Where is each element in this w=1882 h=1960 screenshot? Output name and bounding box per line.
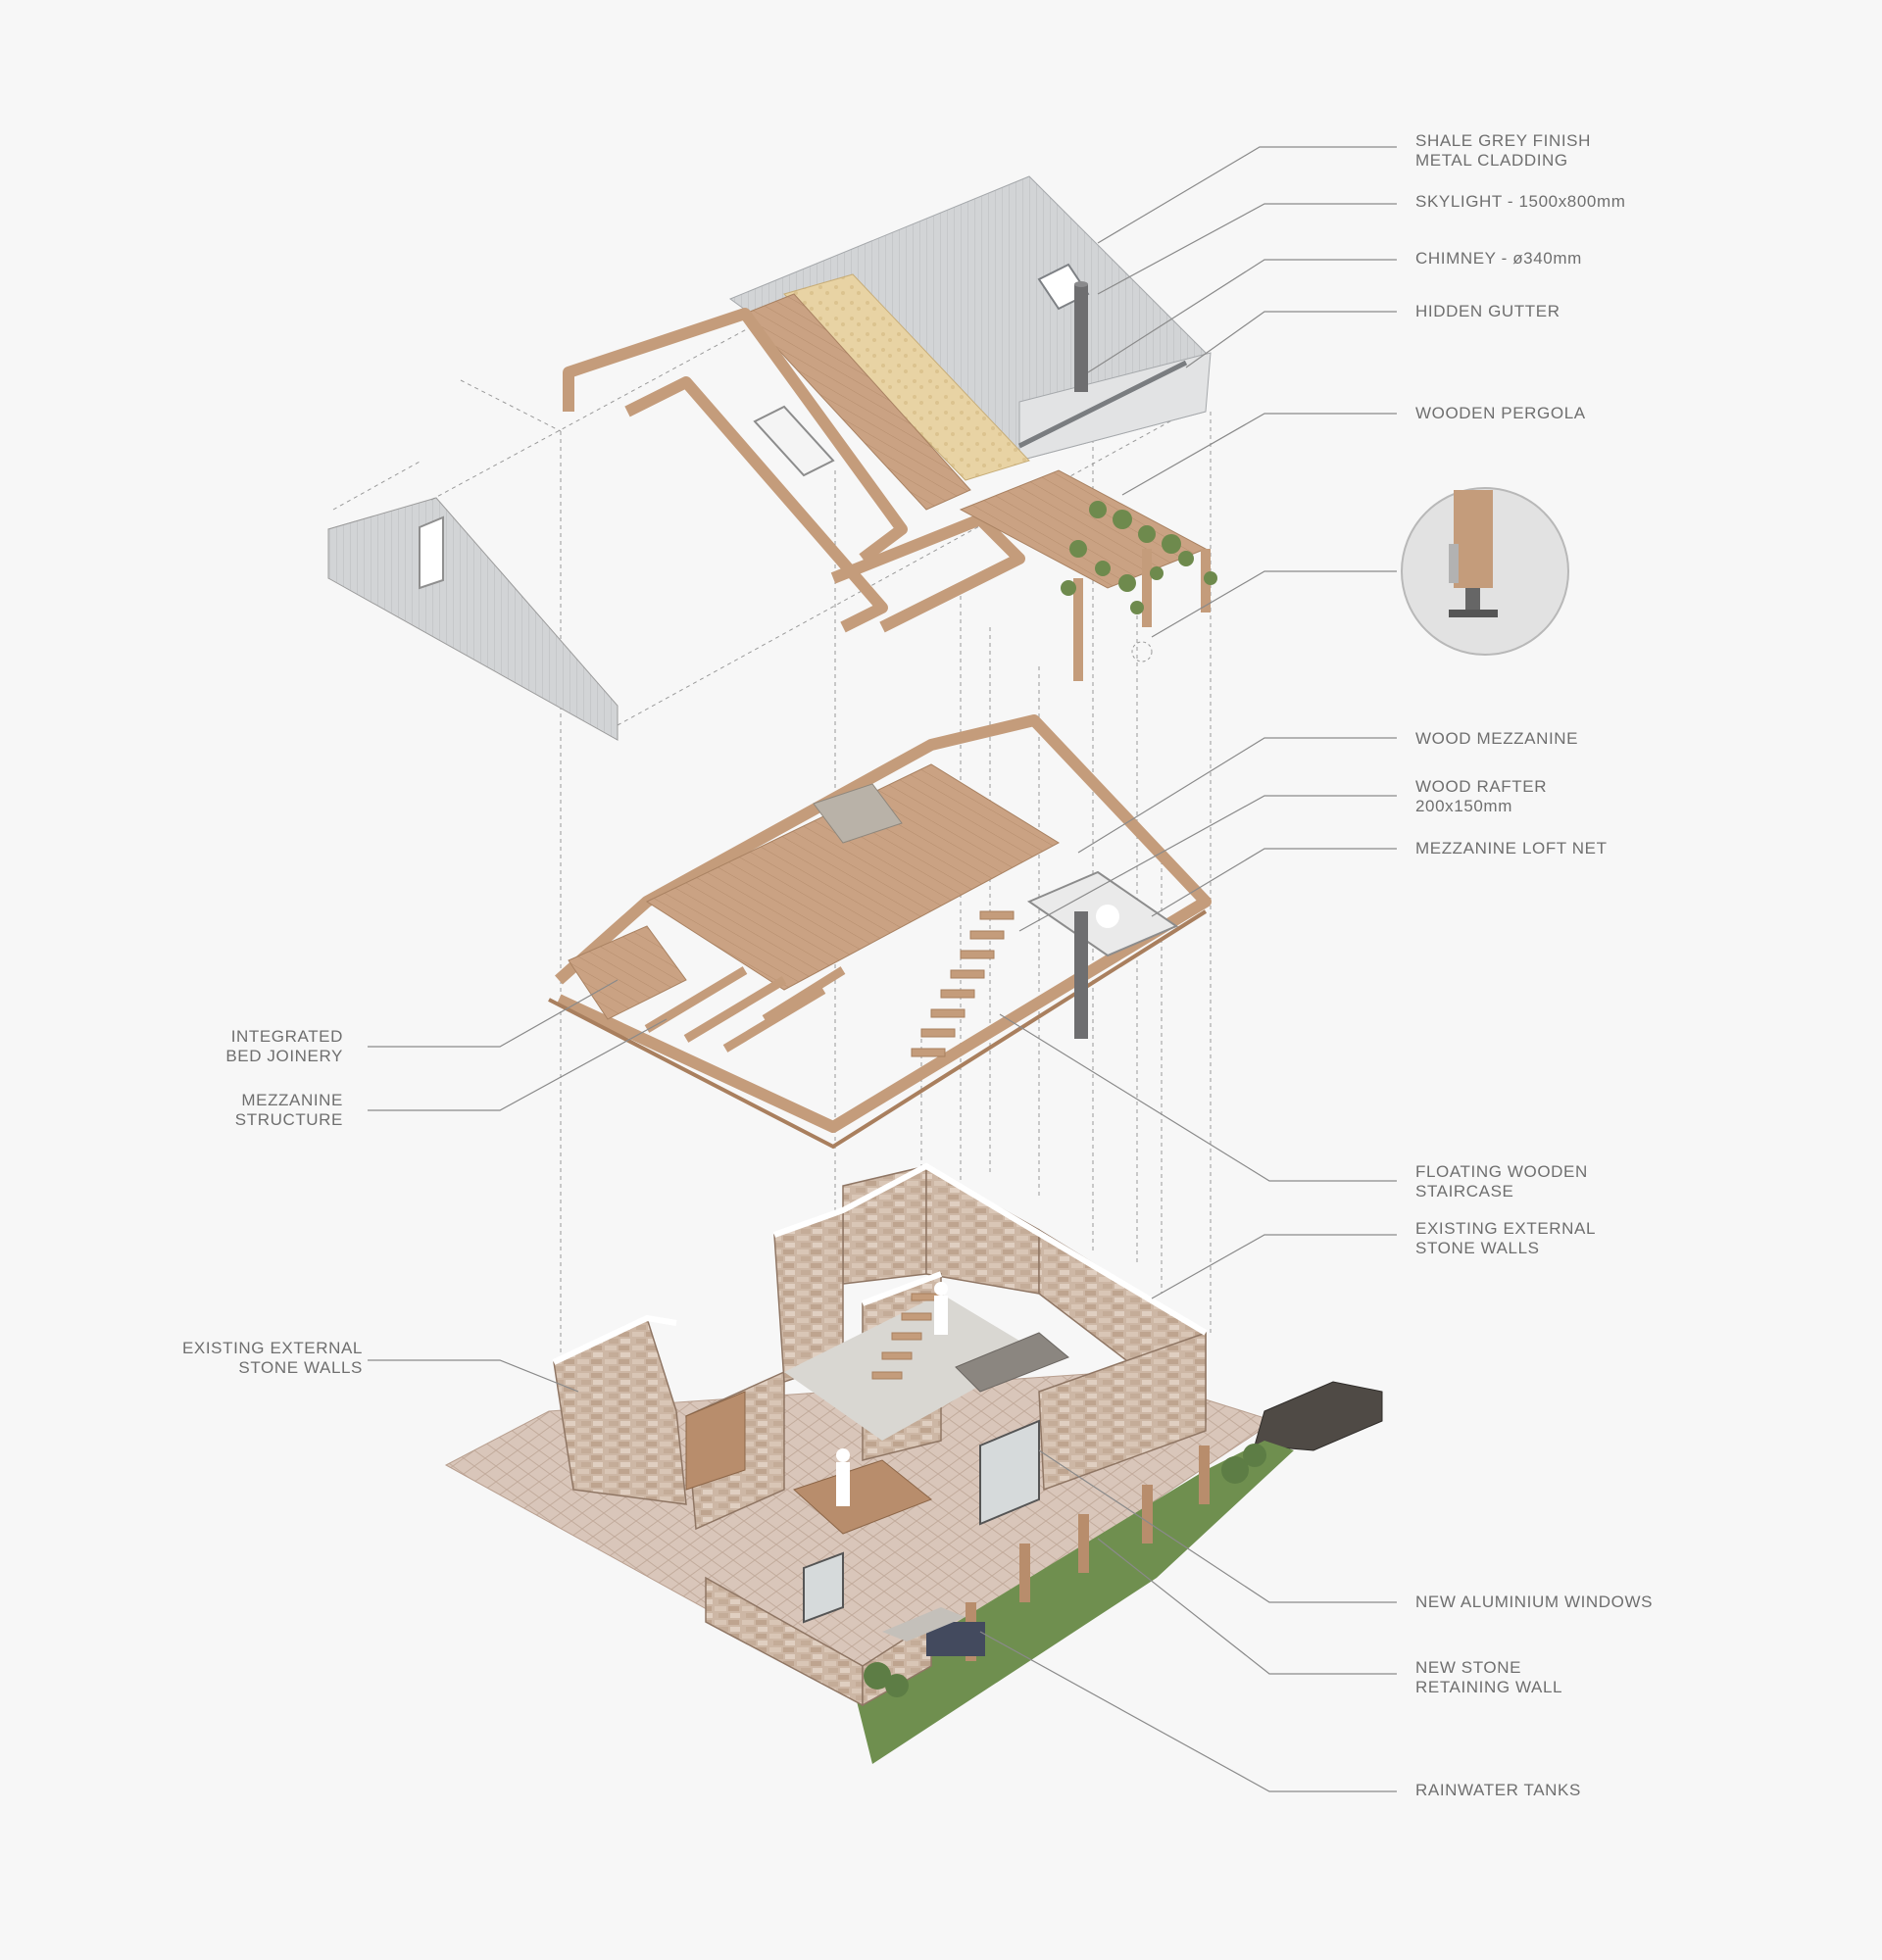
wooden-pergola [959, 469, 1217, 681]
label-hidden-gutter: HIDDEN GUTTER [1415, 302, 1560, 320]
label-integrated-bed-joinery: INTEGRATED BED JOINERY [225, 1027, 343, 1065]
label-wood-rafter: WOOD RAFTER 200x150mm [1415, 777, 1548, 815]
roof-layer [326, 175, 1217, 741]
mezzanine-joists [644, 966, 846, 1053]
sofa [955, 1332, 1069, 1393]
label-wood-mezzanine: WOOD MEZZANINE [1415, 729, 1579, 748]
leader-lines [368, 146, 1397, 1792]
roof-decking [744, 293, 971, 511]
chimney [1074, 284, 1088, 392]
ground-layer [444, 1162, 1383, 1764]
label-floating-staircase: FLOATING WOODEN STAIRCASE [1415, 1162, 1588, 1200]
human-figures [836, 1282, 948, 1506]
label-skylight: SKYLIGHT - 1500x800mm [1415, 192, 1626, 211]
greenery [864, 1444, 1266, 1697]
label-shale-grey-cladding: SHALE GREY FINISH METAL CLADDING [1415, 131, 1591, 170]
hidden-gutter [1017, 360, 1188, 449]
label-existing-walls-left: EXISTING EXTERNAL STONE WALLS [181, 1339, 363, 1377]
gable-end-panel [326, 497, 619, 741]
label-chimney: CHIMNEY - ø340mm [1415, 249, 1582, 268]
roof-rafters [563, 308, 1025, 633]
pergola-vines [1061, 501, 1217, 614]
interior-floor [784, 1294, 1039, 1441]
label-rainwater-tanks: RAINWATER TANKS [1415, 1781, 1581, 1799]
post-base-detail [1401, 487, 1569, 656]
label-aluminium-windows: NEW ALUMINIUM WINDOWS [1415, 1592, 1654, 1611]
label-wooden-pergola: WOODEN PERGOLA [1415, 404, 1586, 422]
pergola-base-detail-marker [1131, 641, 1153, 662]
label-mezzanine-loft-net: MEZZANINE LOFT NET [1415, 839, 1608, 858]
rock-outcrop [1254, 1381, 1383, 1451]
label-retaining-wall: NEW STONE RETAINING WALL [1415, 1658, 1563, 1696]
rainwater-tanks [882, 1607, 985, 1656]
integrated-bed-joinery [568, 925, 687, 1020]
roof-window-sash [753, 405, 835, 477]
wall-tops [552, 1162, 1208, 1365]
floating-wooden-staircase [911, 910, 1015, 1057]
label-existing-walls-right: EXISTING EXTERNAL STONE WALLS [1415, 1219, 1597, 1257]
kitchen-bench [793, 1459, 932, 1535]
aluminium-windows [803, 1419, 1040, 1624]
grass [853, 1441, 1294, 1764]
mezzanine-layer [548, 714, 1212, 1150]
label-mezzanine-structure: MEZZANINE STRUCTURE [234, 1091, 343, 1129]
